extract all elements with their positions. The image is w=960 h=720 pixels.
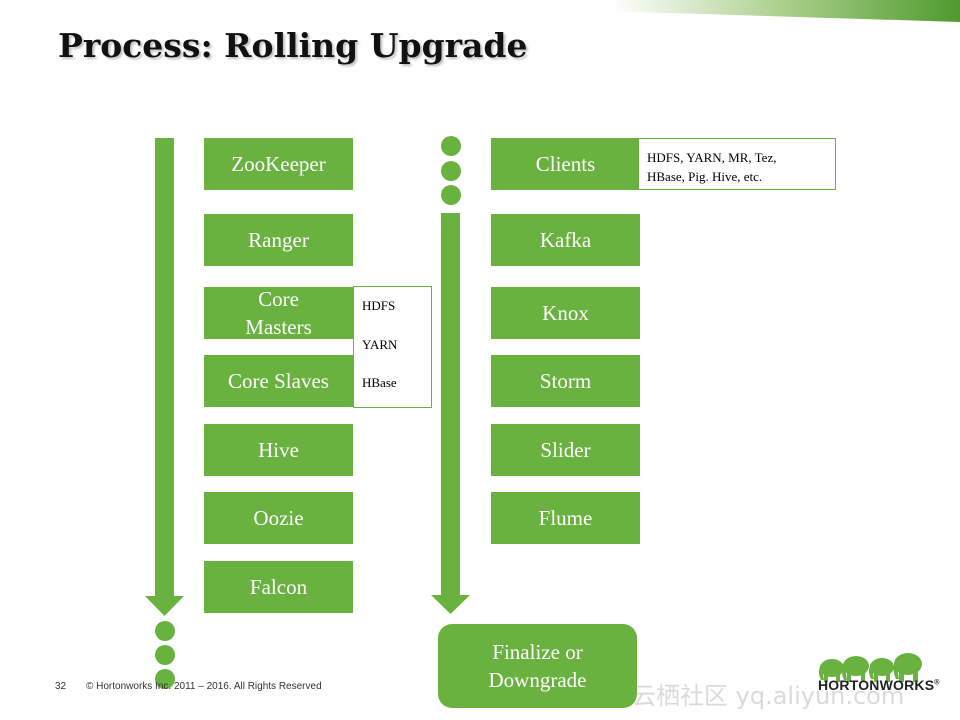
right-down-arrow [431,213,470,614]
step-slider: Slider [491,424,640,476]
clients-note: HDFS, YARN, MR, Tez, HBase, Pig. Hive, e… [638,138,836,190]
registered-mark: ® [934,679,940,687]
note-item: HBase, Pig. Hive, etc. [647,169,763,184]
core-components-note: HDFS YARN HBase [353,286,432,408]
continuation-dot [155,669,175,689]
step-core-slaves: Core Slaves [204,355,353,407]
step-hive: Hive [204,424,353,476]
page-number: 32 [55,681,67,692]
step-storm: Storm [491,355,640,407]
note-item: HDFS, YARN, MR, Tez, [647,150,777,165]
step-flume: Flume [491,492,640,544]
step-clients: Clients [491,138,640,190]
step-kafka: Kafka [491,214,640,266]
continuation-dot [441,161,461,181]
step-finalize-or-downgrade: Finalize or Downgrade [438,624,637,708]
top-accent-bar [380,0,960,22]
hortonworks-logo-text: HORTONWORKS® [818,677,940,693]
watermark: 云栖社区 yq.aliyun.com [632,682,905,710]
note-item: HDFS [362,298,396,313]
continuation-dot [155,645,175,665]
note-item: YARN [362,337,398,352]
step-core-masters: Core Masters [204,287,353,339]
step-falcon: Falcon [204,561,353,613]
copyright-notice: © Hortonworks Inc. 2011 – 2016. All Righ… [86,681,322,692]
continuation-dot [441,136,461,156]
step-knox: Knox [491,287,640,339]
step-zookeeper: ZooKeeper [204,138,353,190]
step-oozie: Oozie [204,492,353,544]
elephant-logo-icon [819,653,922,682]
continuation-dot [155,621,175,641]
logo-wordmark: HORTONWORKS [818,677,935,693]
left-down-arrow [145,138,184,616]
continuation-dot [441,185,461,205]
step-ranger: Ranger [204,214,353,266]
slide-title: Process: Rolling Upgrade [58,26,528,65]
note-item: HBase [362,375,397,390]
